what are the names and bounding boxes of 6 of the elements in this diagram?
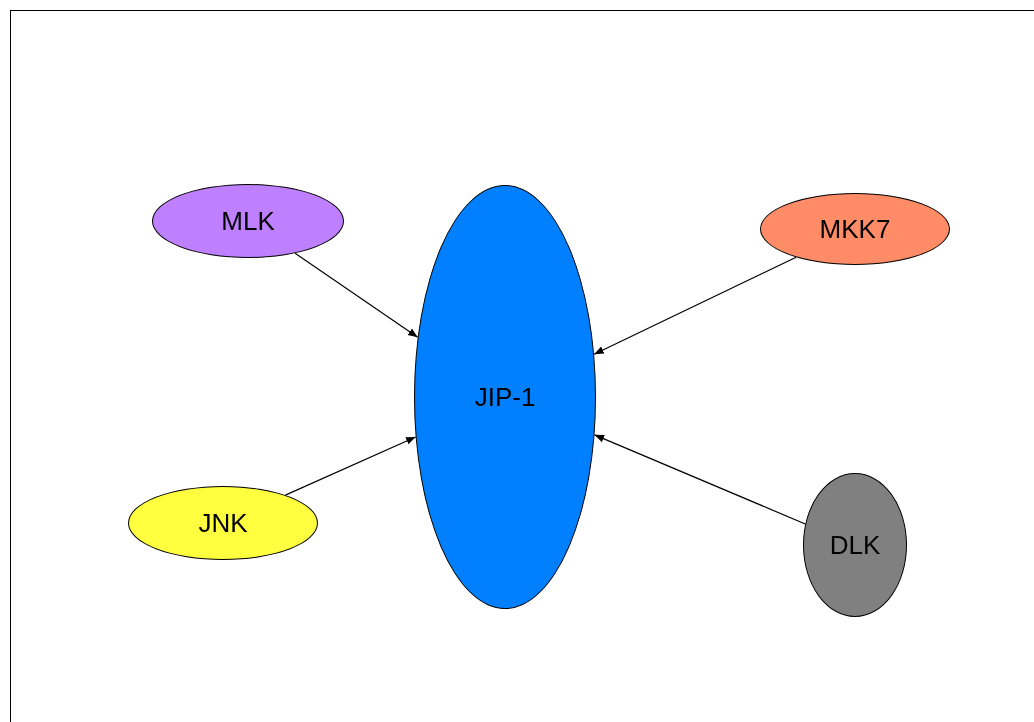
protein-label: MKK7 bbox=[819, 213, 891, 245]
protein-label: MLK bbox=[221, 205, 275, 237]
protein-label: JIP-1 bbox=[474, 381, 536, 413]
protein-label: JNK bbox=[198, 507, 248, 539]
protein-label: DLK bbox=[829, 529, 881, 561]
arrow bbox=[294, 252, 419, 338]
